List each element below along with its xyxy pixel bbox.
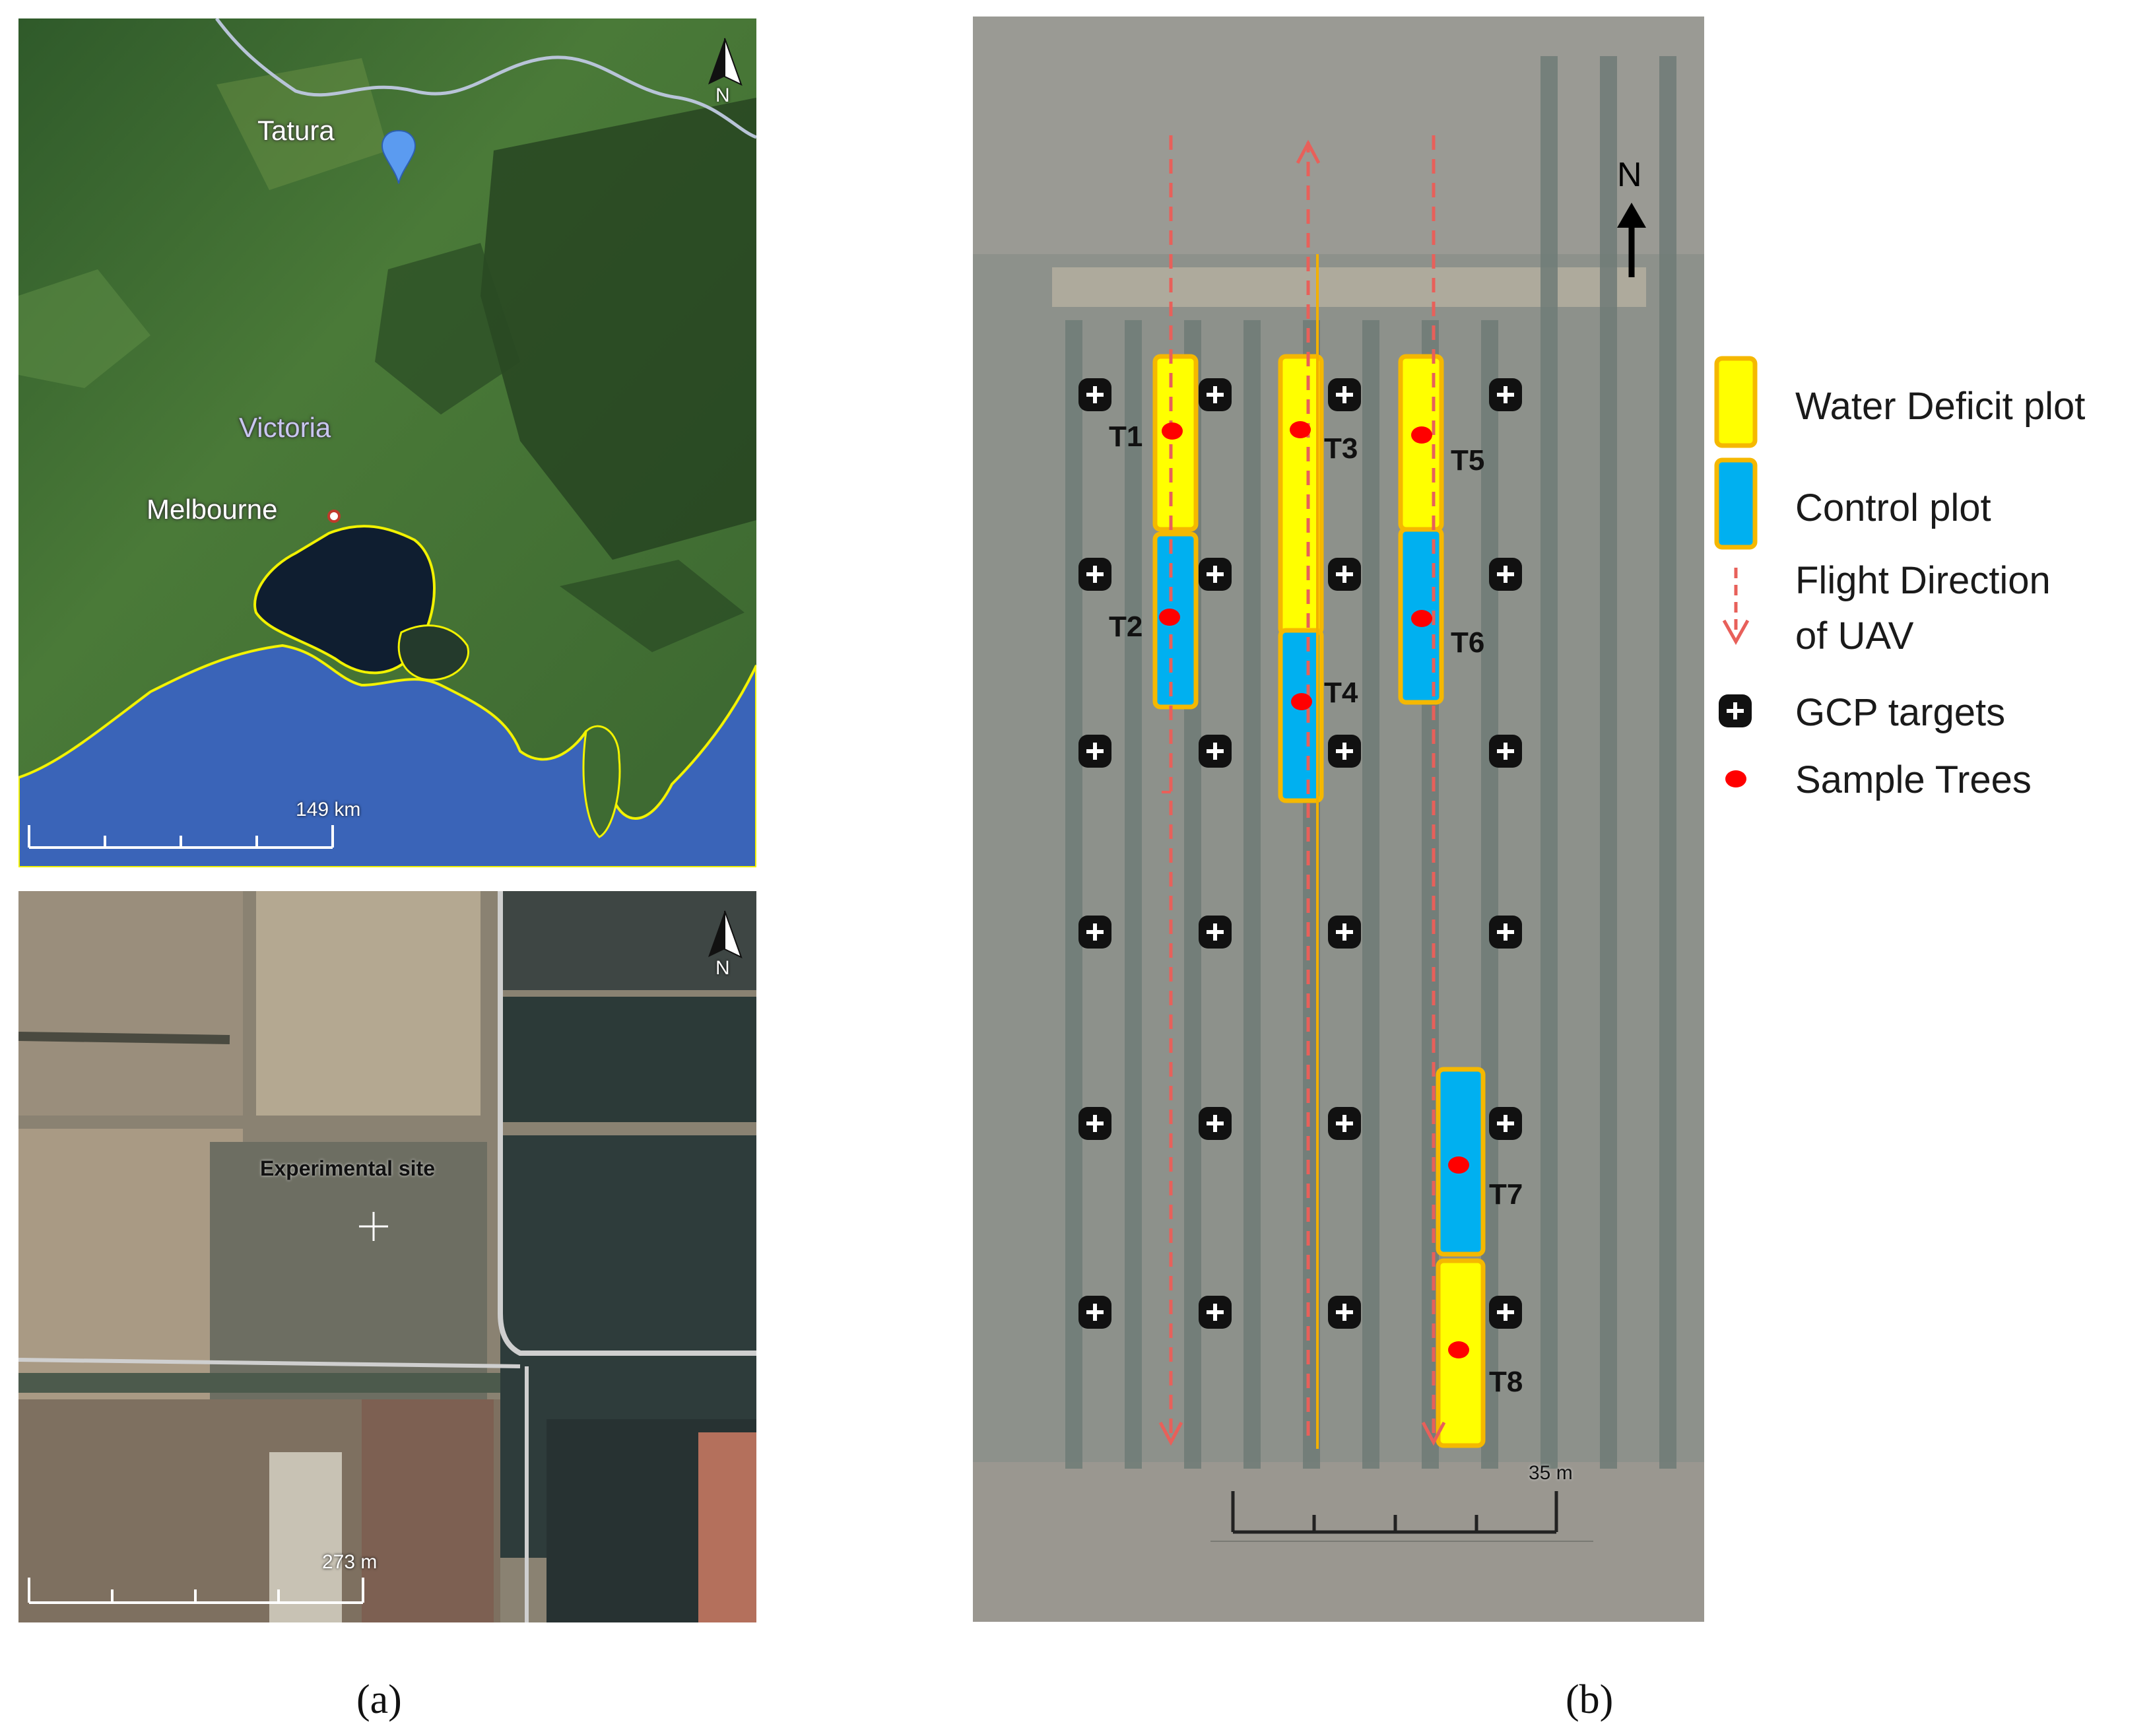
gcp-target-icon xyxy=(1199,378,1232,411)
gcp-target-icon xyxy=(1489,916,1522,949)
gcp-target-icon xyxy=(1328,735,1361,768)
plot-T3 xyxy=(1278,354,1324,636)
plot-label-T2: T2 xyxy=(1109,611,1143,643)
legend-item-sample: Sample Trees xyxy=(1709,758,2145,817)
site-map: Experimental site N 273 m xyxy=(18,891,756,1622)
gcp-target-icon xyxy=(1078,1107,1111,1140)
north-arrow-icon xyxy=(708,910,743,958)
flight-line-1 xyxy=(1158,135,1183,1446)
sample-tree-icon xyxy=(1725,770,1746,787)
city-dot-icon xyxy=(327,510,341,523)
caption-a: (a) xyxy=(356,1677,402,1722)
regional-map-graphic xyxy=(18,18,756,867)
site-label: Experimental site xyxy=(260,1156,435,1180)
sample-trees xyxy=(1159,421,1469,1358)
legend-label-water-deficit: Water Deficit plot xyxy=(1795,385,2086,428)
plot-label-T4: T4 xyxy=(1324,677,1358,709)
plot-layout-map: N 35 m T1 T2 T3 T4 T5 T6 T7 T8 xyxy=(973,17,1704,1622)
gcp-target-icon xyxy=(1489,735,1522,768)
north-label: N xyxy=(715,84,730,106)
water-deficit-swatch-icon xyxy=(1714,356,1758,448)
plot-T4 xyxy=(1278,628,1324,803)
gcp-target-icon xyxy=(1489,1296,1522,1329)
gcp-target-icon xyxy=(1328,378,1361,411)
plot-T1 xyxy=(1152,354,1199,532)
north-label: N xyxy=(715,957,730,979)
gcp-target-icon xyxy=(1078,1296,1111,1329)
gcp-target-icon xyxy=(1328,1296,1361,1329)
gcp-target-icon xyxy=(1078,558,1111,591)
sample-tree-T1 xyxy=(1162,422,1183,440)
map-label-tatura: Tatura xyxy=(257,115,335,146)
legend: Water Deficit plot Control plot Flight D… xyxy=(1709,343,2145,845)
site-map-graphic xyxy=(18,891,756,1622)
legend-item-water-deficit: Water Deficit plot xyxy=(1709,355,2145,454)
gcp-target-icon xyxy=(1199,916,1232,949)
map-label-victoria: Victoria xyxy=(239,412,331,443)
gcp-targets xyxy=(1078,378,1522,1329)
scale-label: 273 m xyxy=(322,1551,378,1573)
north-label: N xyxy=(1617,156,1642,194)
legend-item-gcp: GCP targets xyxy=(1709,690,2145,750)
sample-tree-T5 xyxy=(1411,426,1432,444)
gcp-target-icon xyxy=(1199,1107,1232,1140)
gcp-target-icon xyxy=(1489,378,1522,411)
plot-label-T5: T5 xyxy=(1451,444,1485,477)
crosshair-icon xyxy=(359,1212,388,1241)
plot-label-T7: T7 xyxy=(1489,1178,1523,1211)
legend-label-gcp: GCP targets xyxy=(1795,691,2006,734)
control-swatch-icon xyxy=(1714,457,1758,550)
gcp-target-icon xyxy=(1328,916,1361,949)
north-arrow-icon xyxy=(708,38,743,86)
gcp-target-icon xyxy=(1199,558,1232,591)
flight-line-3 xyxy=(1421,135,1446,1446)
legend-label-sample: Sample Trees xyxy=(1795,758,2032,801)
scale-label: 35 m xyxy=(1529,1462,1573,1484)
gcp-target-icon xyxy=(1328,1107,1361,1140)
sample-tree-T3 xyxy=(1290,421,1311,438)
gcp-target-icon xyxy=(1199,735,1232,768)
gcp-target-icon xyxy=(1078,378,1111,411)
legend-item-flight: Flight Direction of UAV xyxy=(1709,558,2145,671)
scale-bar xyxy=(28,825,334,849)
gcp-target-icon xyxy=(1078,735,1111,768)
scale-bar xyxy=(28,1578,364,1604)
sample-tree-T7 xyxy=(1448,1156,1469,1174)
map-label-melbourne: Melbourne xyxy=(147,494,278,525)
sample-tree-T8 xyxy=(1448,1341,1469,1358)
caption-b: (b) xyxy=(1566,1677,1614,1722)
plot-label-T6: T6 xyxy=(1451,626,1485,659)
gcp-target-icon xyxy=(1199,1296,1232,1329)
legend-item-control: Control plot xyxy=(1709,457,2145,556)
flight-arrow-icon xyxy=(1722,568,1750,646)
plot-layout-graphic xyxy=(973,17,1704,1622)
scale-label: 149 km xyxy=(296,799,361,820)
north-arrow-icon xyxy=(1617,203,1646,277)
sample-tree-T4 xyxy=(1291,693,1312,710)
scale-bar xyxy=(1210,1491,1593,1542)
plot-label-T1: T1 xyxy=(1109,420,1143,453)
legend-label-flight-1: Flight Direction xyxy=(1795,559,2051,602)
gcp-target-icon xyxy=(1078,916,1111,949)
sample-tree-T2 xyxy=(1159,609,1180,626)
legend-label-control: Control plot xyxy=(1795,486,1991,529)
legend-label-flight-2: of UAV xyxy=(1795,615,1914,657)
regional-map: Tatura Victoria Melbourne N 149 km xyxy=(18,18,756,867)
gcp-target-icon xyxy=(1489,558,1522,591)
flight-line-2 xyxy=(1296,139,1321,1436)
gcp-target-icon xyxy=(1719,694,1752,727)
location-pin-icon xyxy=(381,129,416,184)
sample-tree-T6 xyxy=(1411,610,1432,627)
plot-label-T8: T8 xyxy=(1489,1366,1523,1398)
gcp-target-icon xyxy=(1328,558,1361,591)
gcp-target-icon xyxy=(1489,1107,1522,1140)
plot-label-T3: T3 xyxy=(1324,432,1358,465)
